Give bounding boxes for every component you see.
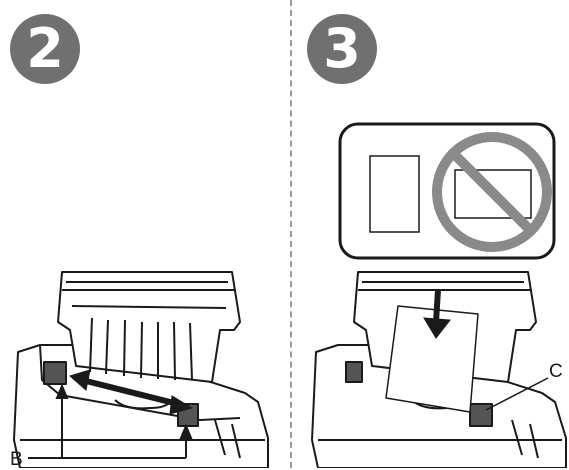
callout-b-lines: [28, 383, 193, 459]
step-3-badge: 3: [307, 14, 377, 84]
insert-arrow-icon: [423, 289, 451, 339]
callout-b-label: B: [10, 449, 23, 470]
panel-divider: [290, 0, 292, 468]
paper-guide-c: [469, 403, 493, 427]
paper-guide-left-right-panel: [345, 361, 363, 383]
paper-guide-left: [43, 361, 67, 385]
step-2-badge: 2: [10, 14, 80, 84]
slide-arrow-icon: [68, 369, 194, 415]
rear-tray-left: [57, 271, 241, 383]
callout-c-line: [485, 377, 549, 411]
loaded-paper: [385, 305, 479, 413]
printer-left: [13, 271, 269, 468]
callout-c-label: C: [549, 361, 563, 382]
prohibition-icon: [432, 132, 552, 252]
portrait-paper: [369, 155, 420, 233]
